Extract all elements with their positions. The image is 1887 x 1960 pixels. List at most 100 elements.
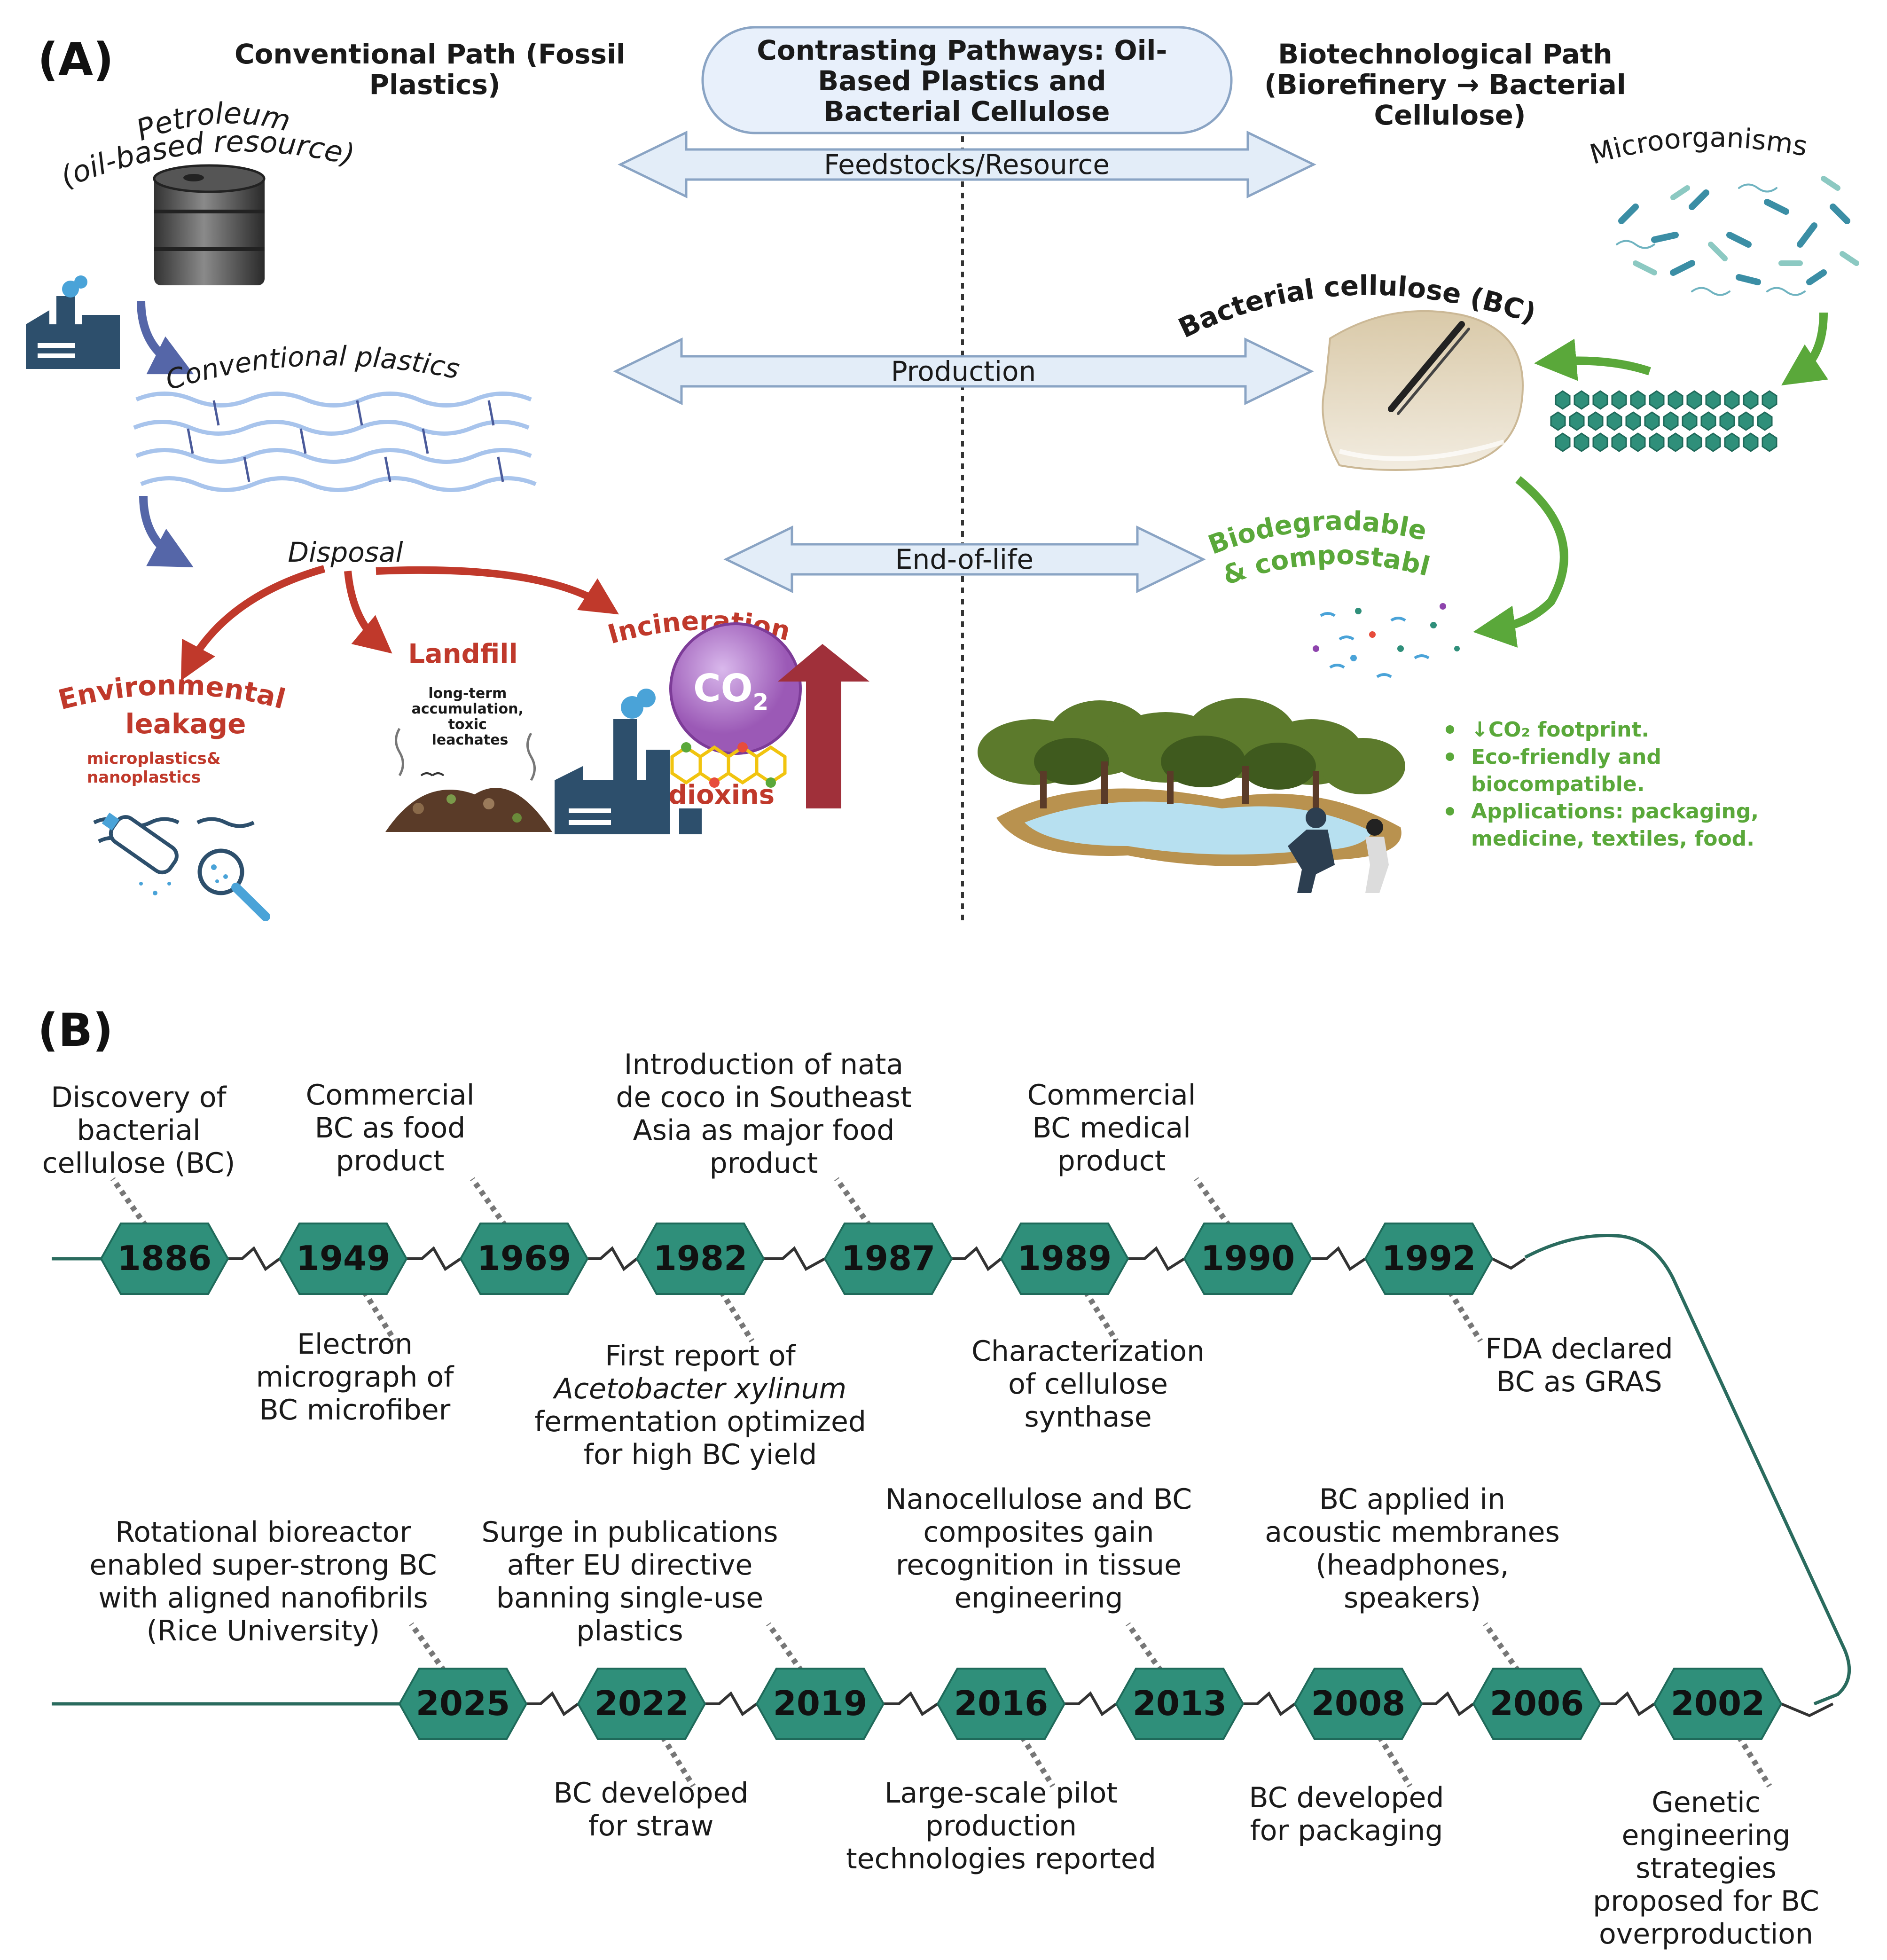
svg-text:CO2: CO2 — [693, 666, 768, 715]
co2-text: CO — [693, 666, 753, 710]
timeline-connector — [952, 1246, 1002, 1271]
timeline-note-line: speakers) — [1344, 1582, 1481, 1615]
timeline-connector — [1128, 1246, 1185, 1271]
timeline-note-line: composites gain — [923, 1516, 1154, 1549]
timeline-leader — [110, 1177, 148, 1228]
right-title-line: (Biorefinery → Bacterial — [1264, 69, 1626, 101]
timeline-note-line: acoustic membranes — [1265, 1516, 1560, 1549]
panel-b-label: (B) — [38, 1004, 113, 1057]
arrow-feedstocks-label: Feedstocks/Resource — [824, 149, 1110, 180]
center-title-pill — [701, 26, 1233, 134]
center-title-line: Bacterial Cellulose — [823, 95, 1110, 127]
timeline-note-line: engineering — [954, 1582, 1123, 1615]
landfill-desc-line: toxic — [448, 716, 487, 733]
timeline-note-line: strategies — [1636, 1852, 1777, 1885]
timeline-note-line: product — [1057, 1145, 1166, 1177]
timeline-note-line: Asia as major food — [633, 1114, 895, 1147]
leakage-title-line2: leakage — [125, 708, 246, 740]
timeline-leader — [409, 1622, 446, 1673]
timeline-note-line: for straw — [588, 1810, 714, 1842]
landfill-description: long-term accumulation, toxic leachates — [412, 685, 529, 748]
timeline-leader — [1483, 1622, 1520, 1673]
timeline-note-line: proposed for BC — [1593, 1885, 1819, 1918]
landfill-desc-line: long-term — [428, 685, 507, 702]
timeline-year-hexagon — [1183, 1223, 1313, 1295]
timeline-note-line: Large-scale pilot — [885, 1777, 1118, 1810]
timeline-note-line: synthase — [1024, 1401, 1151, 1434]
arrow-bc-to-degradation — [1473, 476, 1568, 648]
timeline-year-hexagon — [398, 1668, 528, 1740]
benefit-item: Applications: packaging, — [1471, 800, 1759, 823]
timeline-year-hexagon — [1472, 1668, 1602, 1740]
arrow-chain-to-bc — [1534, 338, 1651, 381]
timeline-leader — [1126, 1622, 1163, 1673]
timeline-year: 2008 — [1311, 1684, 1405, 1723]
timeline-note-line: Rotational bioreactor — [115, 1516, 411, 1549]
left-title-line: Conventional Path (Fossil — [235, 38, 626, 70]
timeline-note-line: product — [336, 1145, 445, 1177]
timeline-leader — [1019, 1735, 1056, 1788]
svg-text:Contrasting Pathways: Oil-: Contrasting Pathways: Oil- Based Plastic… — [757, 34, 1176, 127]
bacterial-cellulose-image — [1322, 310, 1524, 471]
degradation-particles-icon — [1313, 603, 1460, 678]
micro-nano-label: microplastics& nanoplastics — [87, 749, 226, 787]
micro-nano-line: nanoplastics — [87, 768, 201, 787]
bullet — [1446, 807, 1454, 815]
nature-scene-illustration — [978, 698, 1405, 893]
timeline-year: 1969 — [477, 1239, 571, 1278]
panel-a-label: (A) — [38, 33, 114, 86]
timeline-year: 1949 — [296, 1239, 390, 1278]
timeline-note-line: technologies reported — [846, 1842, 1156, 1875]
bullet — [1446, 725, 1454, 734]
bullet — [1446, 753, 1454, 761]
timeline-connector — [1491, 1257, 1526, 1270]
co2-bubble: CO2 — [669, 622, 802, 755]
microorganisms-icon — [1616, 176, 1859, 296]
timeline-year: 2006 — [1490, 1684, 1584, 1723]
arrow-to-leakage — [180, 565, 326, 681]
timeline-year-hexagon — [936, 1668, 1066, 1740]
arrow-feedstocks: Feedstocks/Resource — [618, 131, 1316, 198]
arrow-micro-to-chain — [1781, 312, 1828, 385]
timeline-leader — [766, 1622, 804, 1673]
left-path-title: Conventional Path (Fossil Plastics) — [235, 38, 635, 101]
center-title-line: Based Plastics and — [818, 65, 1106, 97]
timeline-note-line: enabled super-strong BC — [89, 1549, 437, 1582]
timeline-connector — [1243, 1691, 1296, 1717]
timeline-note-line: BC applied in — [1319, 1483, 1505, 1516]
cellulose-chain-icon — [1550, 390, 1777, 452]
factory-icon — [26, 275, 120, 369]
timeline-connector — [764, 1246, 826, 1271]
micro-nano-line: microplastics& — [87, 749, 220, 768]
timeline-year: 2002 — [1671, 1684, 1765, 1723]
timeline-note-line: BC developed — [554, 1777, 749, 1810]
timeline-year-hexagon — [577, 1668, 706, 1740]
right-title-line: Biotechnological Path — [1278, 38, 1613, 70]
disposal-label: Disposal — [288, 536, 403, 568]
timeline-leader — [1447, 1290, 1483, 1343]
timeline-year-hexagon — [755, 1668, 885, 1740]
incinerator-factory-icon — [555, 689, 702, 834]
timeline-year: 1982 — [653, 1239, 747, 1278]
timeline-year: 1987 — [841, 1239, 935, 1278]
timeline-year-hexagon — [1653, 1668, 1783, 1740]
timeline-note-line: for packaging — [1250, 1814, 1443, 1847]
timeline-connector — [407, 1246, 462, 1271]
timeline-leader — [1083, 1290, 1119, 1343]
right-title-line: Cellulose) — [1374, 99, 1526, 131]
landfill-title: Landfill — [408, 639, 517, 669]
timeline-note-line: BC developed — [1249, 1781, 1444, 1814]
timeline-note-line: BC medical — [1032, 1112, 1191, 1145]
timeline-note-line: Discovery of — [51, 1081, 227, 1114]
landfill-desc-line: leachates — [432, 732, 509, 748]
timeline-year-hexagon — [1293, 1668, 1423, 1740]
arrow-to-landfill — [344, 571, 392, 654]
